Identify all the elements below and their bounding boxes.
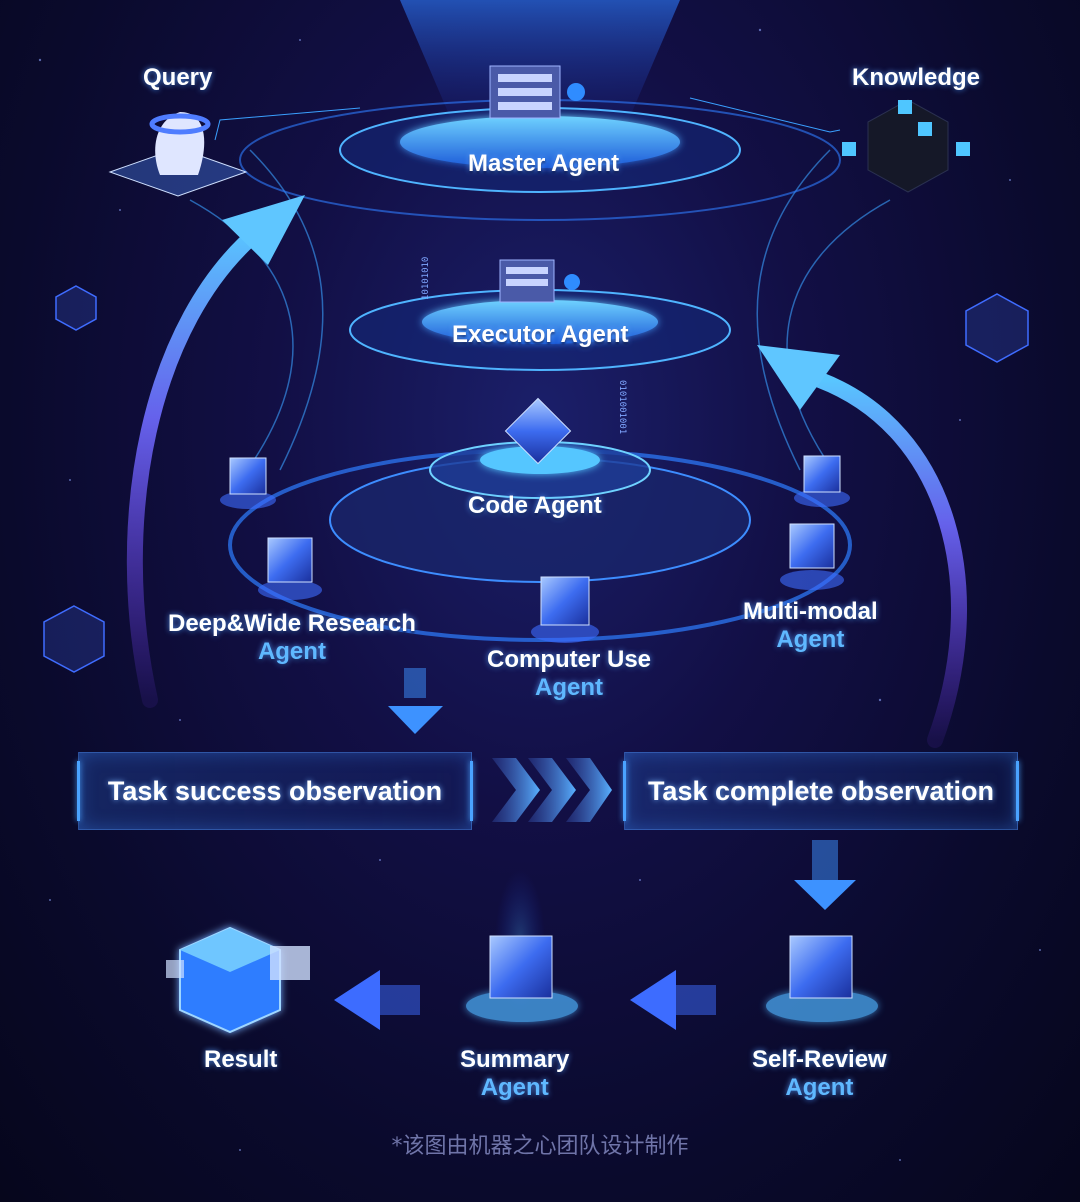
query-head-icon — [108, 107, 361, 197]
down-arrow-self-review — [794, 840, 856, 910]
query-label: Query — [143, 64, 213, 91]
knowledge-server-icon — [689, 97, 970, 193]
loop-arrow-left — [126, 195, 305, 708]
binary-decor-left: 10101010 — [421, 257, 431, 300]
task-success-observation-text: Task success observation — [107, 775, 443, 806]
result-cube-icon — [166, 926, 310, 1034]
deep-wide-research-label: Deep&Wide Research Agent — [168, 610, 416, 666]
multimodal-line1: Multi-modal — [743, 598, 878, 625]
deep-wide-line1: Deep&Wide Research — [168, 610, 416, 637]
multimodal-line2: Agent — [776, 626, 845, 653]
task-complete-observation-text: Task complete observation — [647, 775, 995, 806]
task-success-observation-box: Task success observation — [77, 752, 473, 830]
down-arrow-observation — [388, 668, 443, 734]
cube-multimodal — [780, 523, 844, 590]
summary-line1: Summary — [460, 1046, 570, 1073]
code-agent-label: Code Agent — [468, 492, 602, 519]
task-complete-observation-box: Task complete observation — [623, 752, 1019, 830]
self-review-agent-label: Self-Review Agent — [752, 1046, 887, 1102]
self-review-line1: Self-Review — [752, 1046, 887, 1073]
computer-use-line2: Agent — [535, 674, 604, 701]
cube-left-top — [220, 457, 276, 509]
executor-agent-platform — [349, 259, 731, 371]
summary-line2: Agent — [480, 1074, 549, 1101]
master-agent-platform — [239, 65, 841, 221]
starfield — [38, 28, 1041, 1161]
knowledge-label: Knowledge — [852, 64, 981, 91]
hexagon-cube-decor — [43, 285, 1029, 673]
sub-agent-cubes — [220, 455, 850, 643]
executor-agent-label: Executor Agent — [452, 321, 629, 348]
left-arrows-bottom — [334, 970, 716, 1030]
summary-agent-icon — [466, 870, 578, 1022]
self-review-line2: Agent — [785, 1074, 854, 1101]
cube-deep-wide — [258, 537, 322, 600]
chevron-arrows — [492, 758, 612, 822]
multimodal-label: Multi-modal Agent — [743, 598, 878, 654]
result-label: Result — [204, 1046, 278, 1073]
code-agent-platform — [228, 397, 852, 642]
binary-decor-right: 0101001001 — [617, 380, 627, 434]
summary-agent-label: Summary Agent — [460, 1046, 569, 1102]
computer-use-label: Computer Use Agent — [487, 646, 651, 702]
footer-credit: *该图由机器之心团队设计制作 — [391, 1134, 689, 1159]
self-review-agent-icon — [766, 935, 878, 1022]
loop-arrow-right — [757, 345, 967, 748]
master-agent-label: Master Agent — [468, 150, 620, 177]
cube-computer-use — [531, 576, 599, 643]
deep-wide-line2: Agent — [257, 638, 326, 665]
cube-right-top — [794, 455, 850, 507]
computer-use-line1: Computer Use — [487, 646, 652, 673]
